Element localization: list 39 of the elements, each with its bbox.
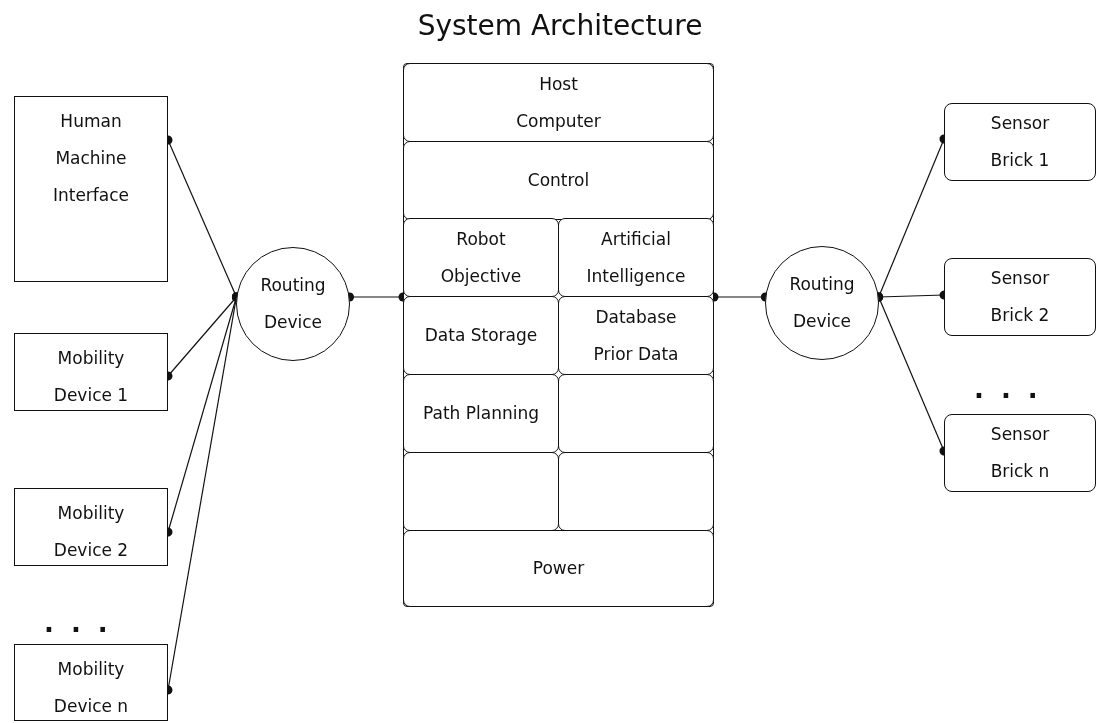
- node-label: Mobility Device 2: [52, 502, 130, 562]
- device-box: [14, 96, 168, 282]
- node-label: Human Machine Interface: [51, 110, 131, 207]
- diagram-title: System Architecture: [416, 8, 704, 44]
- module-box: [403, 452, 559, 531]
- module-box: [558, 452, 714, 531]
- node-label: Routing Device: [788, 273, 856, 333]
- module-box: [558, 296, 714, 375]
- module-box: [403, 63, 714, 142]
- node-label: Mobility Device n: [52, 658, 130, 718]
- module-box: [403, 530, 714, 607]
- node-label: Database Prior Data: [592, 305, 680, 366]
- ellipsis-text: . . .: [974, 374, 1042, 404]
- device-box: [944, 258, 1096, 336]
- node-label: Sensor Brick n: [989, 423, 1051, 483]
- module-box: [558, 374, 714, 453]
- module-box: [558, 218, 714, 297]
- node-label: Routing Device: [259, 274, 327, 334]
- node-label: Host Computer: [515, 72, 602, 133]
- ellipsis-text: . . .: [44, 608, 112, 638]
- module-box: [403, 141, 714, 220]
- node-label: Robot Objective: [439, 227, 523, 288]
- module-box: [403, 374, 559, 453]
- module-box: [403, 296, 559, 375]
- node-label: Power: [532, 557, 585, 580]
- node-label: Control: [527, 169, 590, 192]
- device-box: [944, 414, 1096, 492]
- module-stack: [403, 63, 714, 607]
- module-box: [403, 218, 559, 297]
- node-label: Sensor Brick 2: [989, 267, 1051, 327]
- device-box: [944, 103, 1096, 181]
- node-label: Data Storage: [424, 324, 538, 347]
- node-label: Mobility Device 1: [52, 347, 130, 407]
- device-box: [14, 488, 168, 566]
- node-label: Sensor Brick 1: [989, 112, 1051, 172]
- node-label: Path Planning: [423, 402, 539, 425]
- device-box: [14, 333, 168, 411]
- node-label: Artificial Intelligence: [585, 227, 687, 288]
- device-box: [14, 644, 168, 721]
